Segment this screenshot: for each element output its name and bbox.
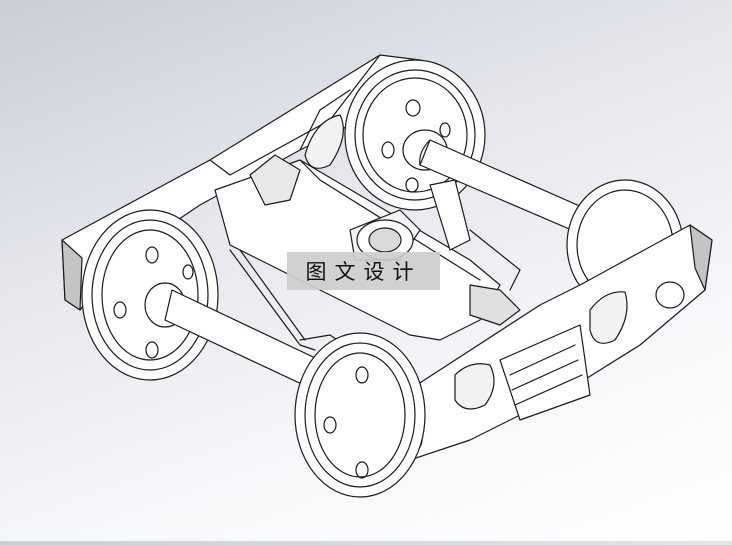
rear-side-frame[interactable] bbox=[61, 54, 441, 311]
wheel-front-left[interactable] bbox=[81, 209, 219, 381]
wheel-front-right[interactable] bbox=[294, 332, 426, 498]
wheel-rear-right[interactable] bbox=[344, 59, 486, 211]
watermark-text: 图文设计 bbox=[305, 260, 422, 284]
watermark-label: 图文设计 bbox=[287, 252, 440, 290]
front-side-frame[interactable] bbox=[354, 224, 713, 471]
bolster[interactable] bbox=[214, 154, 521, 341]
